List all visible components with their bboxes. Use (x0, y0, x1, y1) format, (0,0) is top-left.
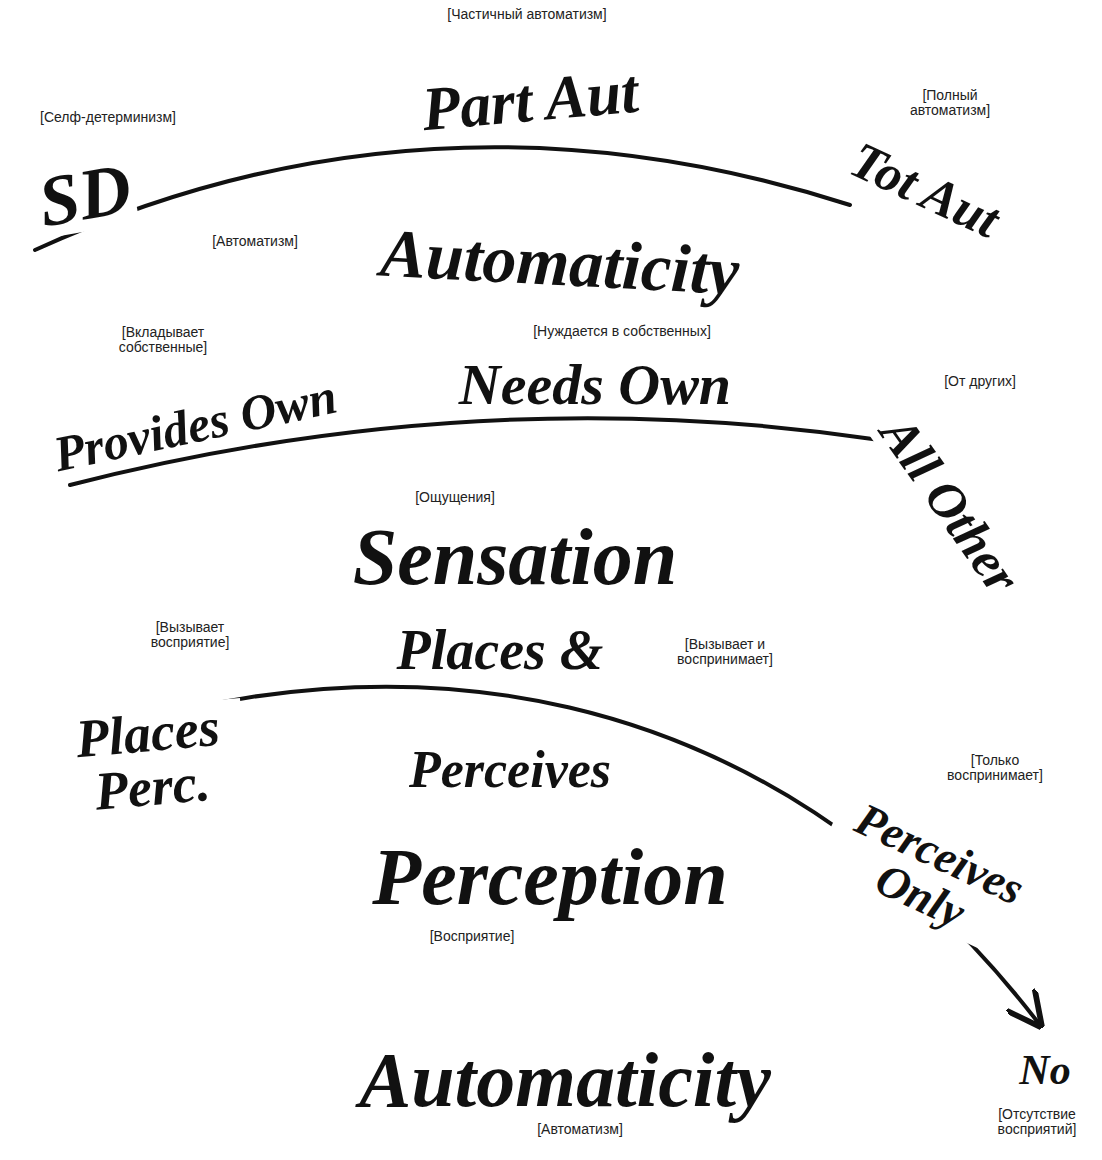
handwritten-term: Provides Own (46, 370, 343, 480)
translation-caption: [Селф-детерминизм] (38, 110, 178, 125)
handwritten-term: Automaticity (356, 1041, 774, 1119)
handwritten-term: Tot Aut (840, 132, 1009, 248)
handwritten-term: No (1016, 1049, 1073, 1091)
handwritten-term: Sensation (350, 517, 681, 597)
translation-caption: [Отсутствие восприятий] (977, 1107, 1097, 1138)
translation-caption: [Вызывает восприятие] (125, 620, 255, 651)
translation-caption: [От других] (942, 374, 1018, 389)
handwritten-term: SD (30, 151, 139, 239)
handwritten-term: Perception (369, 837, 730, 917)
handwritten-term: Places & (394, 622, 607, 678)
handwritten-term: Places Perc. (51, 698, 250, 822)
translation-caption: [Частичный автоматизм] (445, 7, 608, 22)
handwritten-term: All Other (869, 405, 1030, 604)
handwritten-term: Automaticity (376, 218, 744, 305)
translation-caption: [Ощущения] (413, 490, 497, 505)
handwritten-term: Needs Own (456, 356, 734, 414)
translation-caption: [Вызывает и воспринимает] (635, 637, 815, 668)
handwritten-term: Perceives (406, 744, 614, 796)
translation-caption: [Только воспринимает] (920, 753, 1070, 784)
translation-caption: [Полный автоматизм] (880, 88, 1020, 119)
translation-caption: [Вкладывает собственные] (98, 325, 228, 356)
handwritten-term: Part Aut (416, 59, 643, 140)
translation-caption: [Нуждается в собственных] (531, 324, 713, 339)
translation-caption: [Восприятие] (428, 929, 517, 944)
translation-caption: [Автоматизм] (210, 234, 300, 249)
translation-caption: [Автоматизм] (535, 1122, 625, 1137)
handwritten-term: Perceives Only (811, 787, 1049, 963)
